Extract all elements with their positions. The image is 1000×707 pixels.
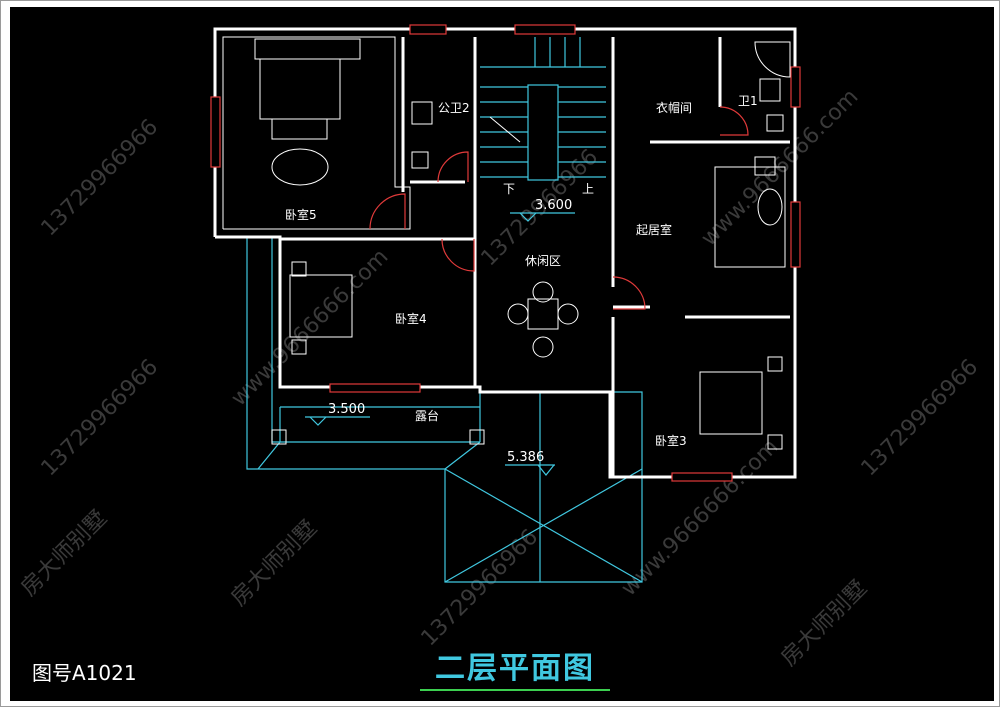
watermark-site: www.9666666.com <box>697 84 864 251</box>
windows <box>210 24 801 482</box>
dining-table <box>527 298 559 330</box>
elevation-terrace: 3.500 <box>328 402 365 417</box>
doors <box>369 106 749 310</box>
label-cloakroom: 衣帽间 <box>656 100 692 115</box>
room-labels: 卧室5 卧室4 卧室3 公卫2 卫1 衣帽间 起居室 休闲区 露台 <box>285 94 758 448</box>
watermark-phone: 13729966966 <box>857 355 984 482</box>
elevation-marks: 3.600 3.500 5.386 <box>305 198 575 476</box>
rug-bedroom5 <box>271 148 329 186</box>
walls <box>213 27 797 479</box>
stair-up-mark: 上 <box>582 182 594 196</box>
watermark-brand: 房大师别墅 <box>777 576 872 671</box>
label-terrace: 露台 <box>415 408 439 423</box>
label-bedroom5: 卧室5 <box>285 207 317 222</box>
bed3 <box>699 371 763 435</box>
watermark-brand: 房大师别墅 <box>17 506 112 601</box>
stair-down-mark: 下 <box>503 182 515 196</box>
elevation-roof: 5.386 <box>507 450 544 465</box>
toilet-1 <box>759 78 781 102</box>
bed5 <box>259 58 341 120</box>
bed5-headboard <box>254 38 361 60</box>
floor-plan: 13729966966 www.9666666.com 13729966966 … <box>17 24 984 671</box>
watermark-brand: 房大师别墅 <box>227 516 322 611</box>
label-bedroom4: 卧室4 <box>395 311 427 326</box>
terrace-outline <box>246 237 643 583</box>
drawing-title: 二层平面图 <box>420 643 610 691</box>
cad-canvas: 13729966966 www.9666666.com 13729966966 … <box>10 7 994 701</box>
label-bathroom1: 卫1 <box>738 94 758 108</box>
watermark-phone: 13729966966 <box>417 525 544 652</box>
watermark-phone: 13729966966 <box>37 115 164 242</box>
label-leisure: 休闲区 <box>525 254 561 268</box>
label-living: 起居室 <box>636 222 672 237</box>
shower <box>754 41 791 78</box>
toilet-public <box>411 101 433 125</box>
bed4 <box>289 274 353 338</box>
drawing-number: 图号A1021 <box>32 661 137 685</box>
label-bathroom-public: 公卫2 <box>438 101 470 115</box>
stair: 下 上 <box>480 37 606 196</box>
watermark-phone: 13729966966 <box>37 355 164 482</box>
watermark-layer: 13729966966 www.9666666.com 13729966966 … <box>17 84 984 671</box>
living-rug <box>714 166 786 268</box>
elevation-stair-landing: 3.600 <box>535 198 572 213</box>
label-bedroom3: 卧室3 <box>655 433 687 448</box>
furniture <box>254 38 791 450</box>
